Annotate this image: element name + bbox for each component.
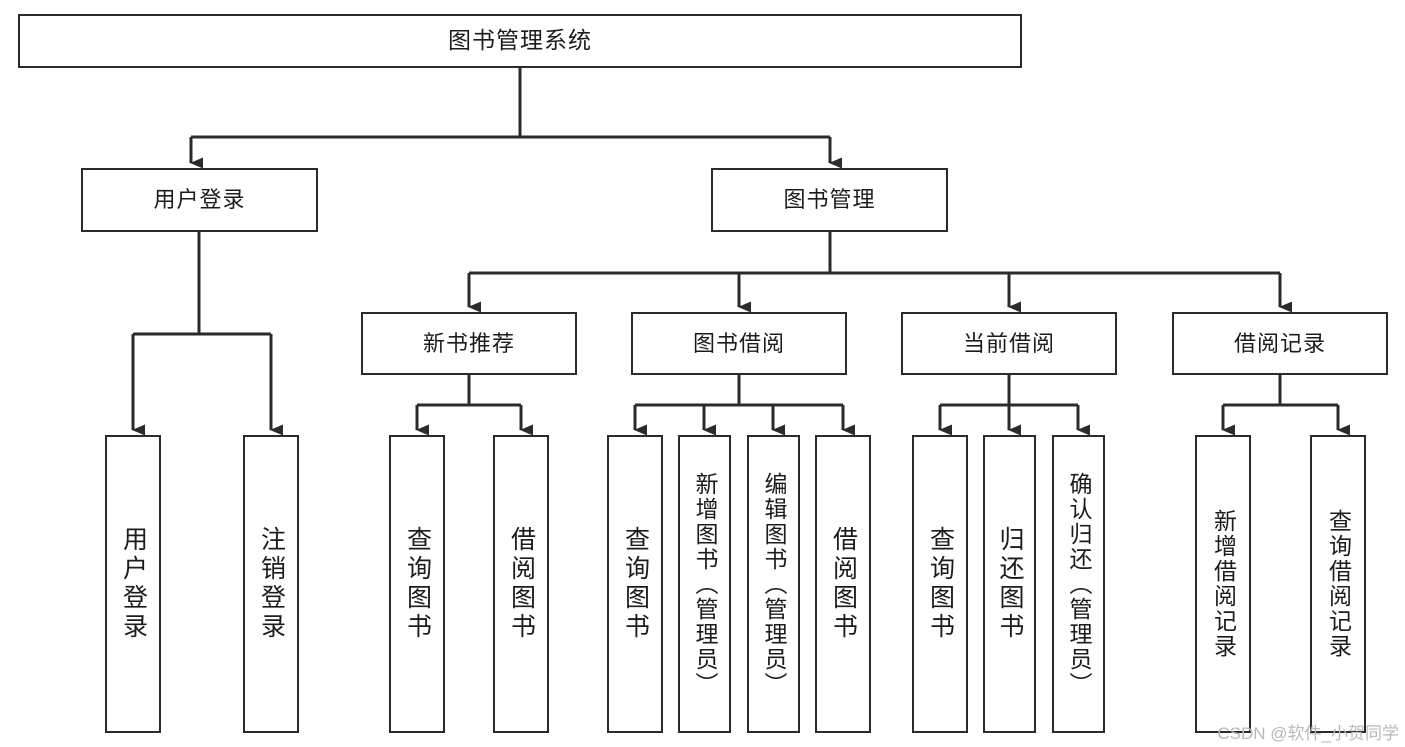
- node-new-book-recommend-label: 新书推荐: [422, 330, 515, 356]
- node-book-manage-label: 图书管理: [783, 187, 876, 213]
- node-new-book-recommend[interactable]: 新书推荐: [361, 312, 577, 375]
- node-leaf-query-book-1-label: 查询图书: [403, 526, 432, 642]
- node-leaf-query-book-2[interactable]: 查询图书: [607, 435, 663, 733]
- node-leaf-confirm-return[interactable]: 确认归还（管理员）: [1052, 435, 1105, 733]
- node-current-borrow-label: 当前借阅: [962, 330, 1055, 356]
- node-leaf-borrow-book-2[interactable]: 借阅图书: [815, 435, 871, 733]
- node-leaf-confirm-return-label: 确认归还（管理员）: [1066, 471, 1092, 697]
- node-leaf-add-book[interactable]: 新增图书（管理员）: [678, 435, 731, 733]
- node-leaf-add-record-label: 新增借阅记录: [1210, 509, 1237, 659]
- node-leaf-user-logout-label: 注销登录: [257, 526, 286, 642]
- node-leaf-query-book-3-label: 查询图书: [926, 526, 955, 642]
- node-leaf-borrow-book-1[interactable]: 借阅图书: [493, 435, 549, 733]
- node-leaf-query-book-3[interactable]: 查询图书: [912, 435, 968, 733]
- node-leaf-add-record[interactable]: 新增借阅记录: [1195, 435, 1251, 733]
- node-leaf-query-book-1[interactable]: 查询图书: [389, 435, 445, 733]
- node-leaf-user-logout[interactable]: 注销登录: [243, 435, 299, 733]
- node-leaf-borrow-book-1-label: 借阅图书: [507, 526, 536, 642]
- node-book-borrow[interactable]: 图书借阅: [631, 312, 847, 375]
- node-leaf-edit-book[interactable]: 编辑图书（管理员）: [747, 435, 800, 733]
- node-leaf-query-book-2-label: 查询图书: [621, 526, 650, 642]
- node-leaf-query-record[interactable]: 查询借阅记录: [1310, 435, 1366, 733]
- node-leaf-query-record-label: 查询借阅记录: [1325, 509, 1352, 659]
- node-user-login[interactable]: 用户登录: [81, 168, 318, 232]
- node-leaf-user-login-label: 用户登录: [119, 526, 148, 642]
- node-book-manage[interactable]: 图书管理: [711, 168, 948, 232]
- node-leaf-edit-book-label: 编辑图书（管理员）: [761, 471, 787, 697]
- node-borrow-record[interactable]: 借阅记录: [1172, 312, 1388, 375]
- node-leaf-user-login[interactable]: 用户登录: [105, 435, 161, 733]
- node-user-login-label: 用户登录: [153, 187, 246, 213]
- node-leaf-add-book-label: 新增图书（管理员）: [692, 471, 718, 697]
- node-root-label: 图书管理系统: [448, 27, 592, 54]
- node-leaf-return-book[interactable]: 归还图书: [983, 435, 1036, 733]
- node-leaf-borrow-book-2-label: 借阅图书: [829, 526, 858, 642]
- node-book-borrow-label: 图书借阅: [692, 330, 785, 356]
- node-leaf-return-book-label: 归还图书: [996, 526, 1024, 642]
- node-borrow-record-label: 借阅记录: [1233, 330, 1326, 356]
- node-current-borrow[interactable]: 当前借阅: [901, 312, 1117, 375]
- node-root[interactable]: 图书管理系统: [18, 14, 1022, 68]
